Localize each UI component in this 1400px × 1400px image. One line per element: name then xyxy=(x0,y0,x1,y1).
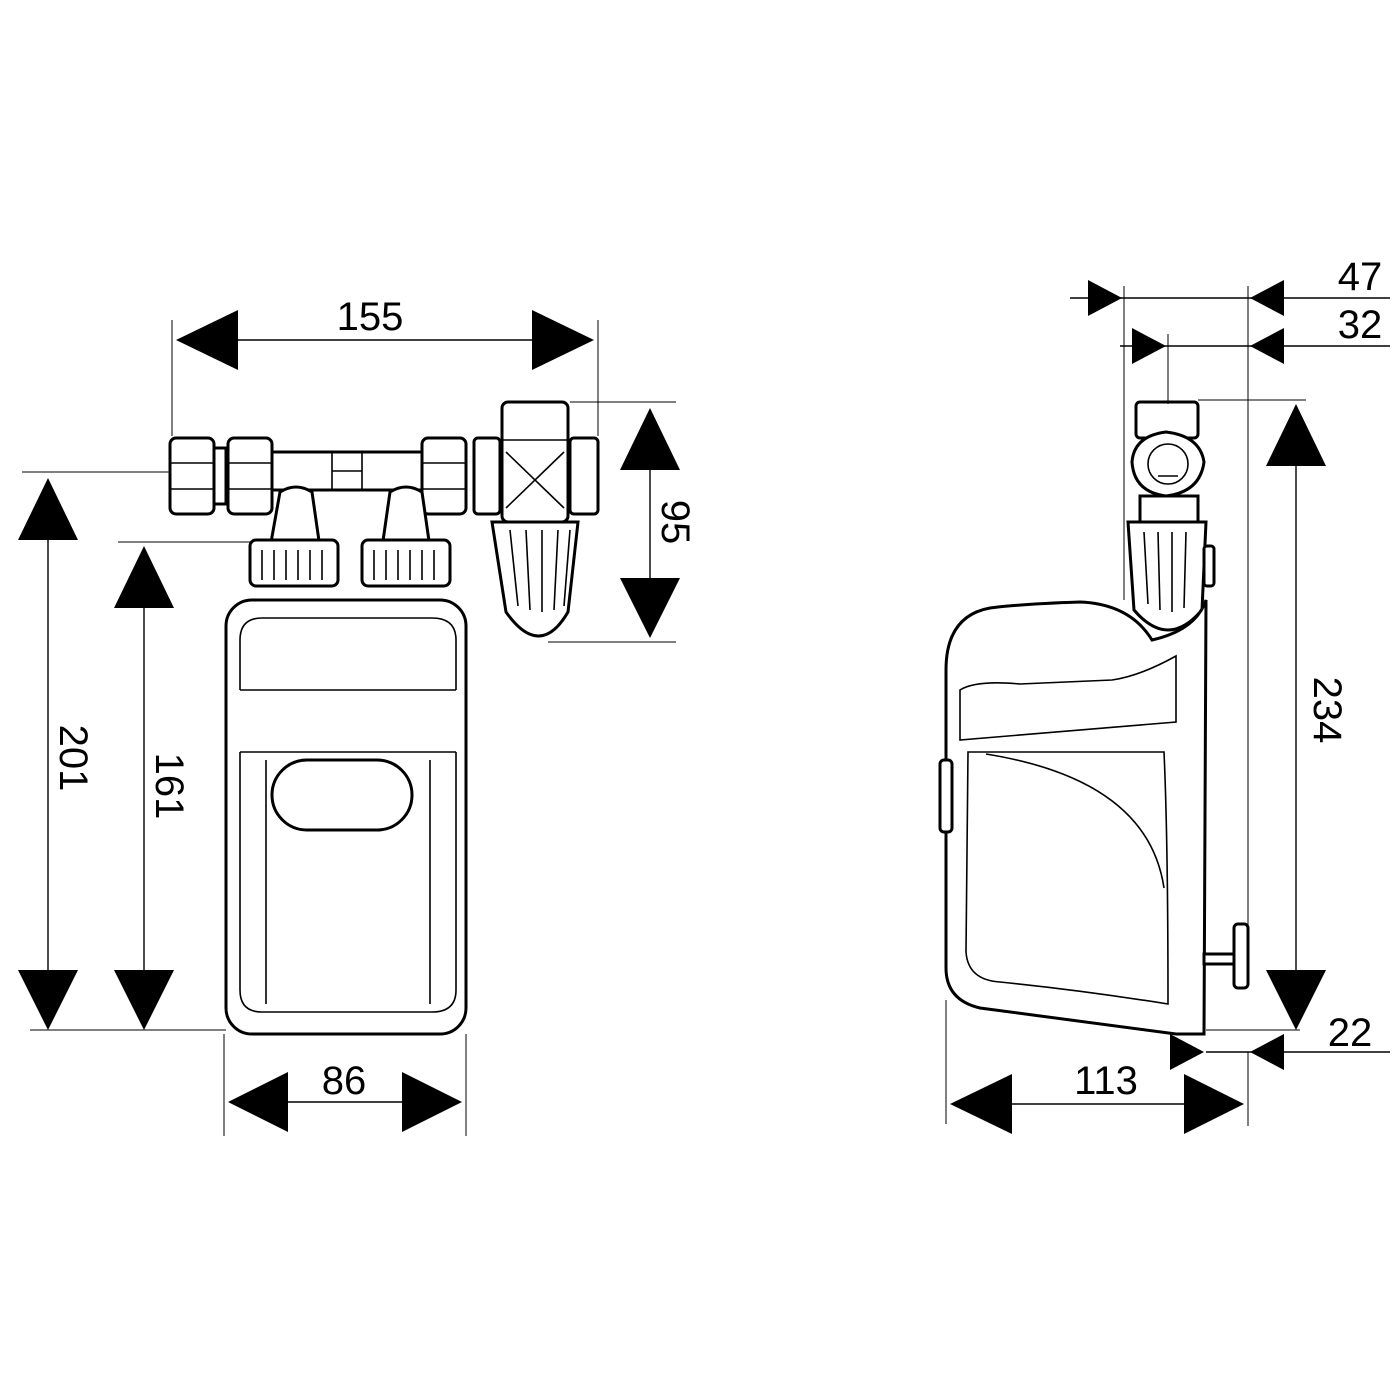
dim-side-height: 234 xyxy=(1198,399,1349,1030)
dim-bottom-offset-label: 22 xyxy=(1328,1011,1373,1055)
connectors xyxy=(248,485,452,588)
dim-offset-outer: 47 xyxy=(1070,255,1390,960)
valve xyxy=(472,400,600,638)
heater-body-side xyxy=(938,599,1250,1036)
dim-side-depth-label: 113 xyxy=(1074,1059,1138,1103)
front-view: 155 95 201 161 xyxy=(18,295,697,1136)
side-valve xyxy=(1126,400,1216,632)
dim-offset-inner: 32 xyxy=(1120,303,1390,404)
dim-bottom-offset: 22 xyxy=(1170,1011,1390,1126)
dim-valve-height-label: 95 xyxy=(653,500,697,545)
dim-body-width: 86 xyxy=(223,1034,467,1136)
dim-offset-inner-label: 32 xyxy=(1338,303,1383,347)
dim-body-height-label: 161 xyxy=(147,753,191,820)
side-view: 47 32 234 22 xyxy=(938,255,1390,1134)
heater-body-front xyxy=(224,598,468,1036)
pipe-manifold xyxy=(168,436,468,516)
dim-valve-height: 95 xyxy=(548,401,697,643)
dim-body-width-label: 86 xyxy=(322,1059,367,1103)
dim-total-height: 201 xyxy=(18,471,226,1031)
dim-body-height: 161 xyxy=(114,541,250,1030)
dim-offset-outer-label: 47 xyxy=(1338,255,1383,299)
dim-total-height-label: 201 xyxy=(51,725,95,792)
dim-side-depth: 113 xyxy=(945,1000,1244,1134)
dim-width-top-label: 155 xyxy=(337,295,404,339)
dim-width-top: 155 xyxy=(171,295,599,436)
dim-side-height-label: 234 xyxy=(1305,677,1349,744)
